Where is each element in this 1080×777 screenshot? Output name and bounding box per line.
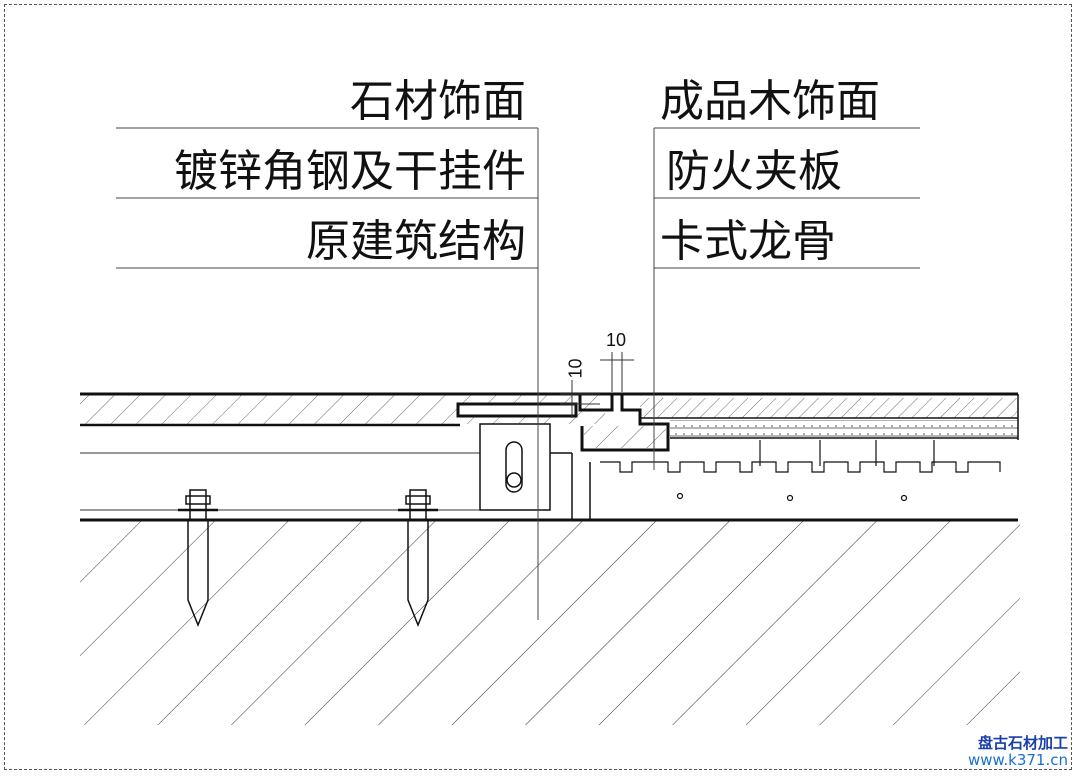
drawing-frame	[4, 4, 1072, 770]
card-keel	[600, 440, 1001, 502]
wood-facing	[640, 394, 1019, 440]
anchor-bolt-2	[398, 489, 438, 628]
anchor-bolt-1	[178, 489, 218, 628]
watermark: 盘古石材加工 www.k371.cn	[967, 733, 1068, 770]
dimension-top: 10	[606, 330, 627, 350]
label-galvanized-angle-steel: 镀锌角钢及干挂件	[174, 146, 526, 197]
dimension-lines	[560, 352, 634, 418]
label-wood-facing: 成品木饰面	[660, 76, 880, 127]
label-fireproof-plywood: 防火夹板	[666, 146, 842, 197]
label-stone-facing: 石材饰面	[350, 76, 526, 127]
steel-bracket	[479, 423, 591, 520]
dimension-side: 10	[565, 358, 586, 379]
leader-lines	[116, 127, 920, 620]
wood-filler	[584, 426, 666, 448]
watermark-url[interactable]: www.k371.cn	[967, 750, 1068, 769]
label-card-keel: 卡式龙骨	[660, 216, 836, 267]
building-structure	[80, 518, 1020, 725]
joint-profile	[456, 394, 670, 452]
watermark-title: 盘古石材加工	[977, 733, 1068, 752]
label-building-structure: 原建筑结构	[306, 216, 526, 267]
